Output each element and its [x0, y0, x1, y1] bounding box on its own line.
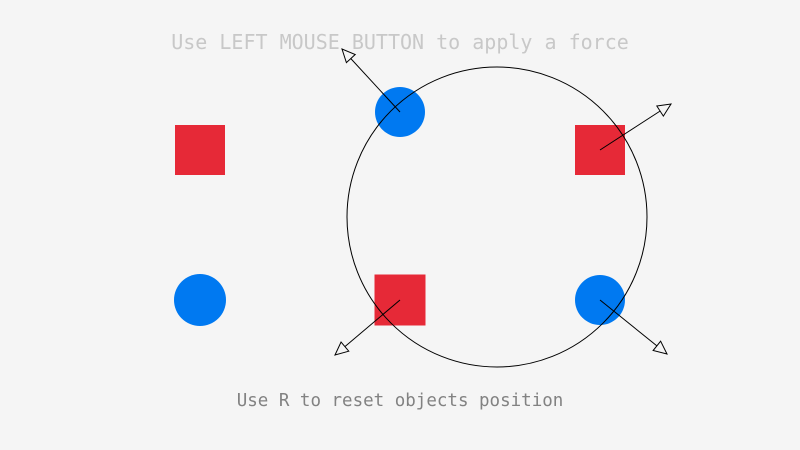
- force-arrow: [599, 299, 668, 355]
- objects-layer: [174, 87, 625, 326]
- boundary-circle: [346, 66, 648, 368]
- blue-circle-body[interactable]: [174, 274, 226, 326]
- force-arrows-layer: [334, 48, 673, 356]
- red-square-body[interactable]: [175, 125, 225, 175]
- force-arrow: [334, 299, 401, 356]
- hint-reset-text: Use R to reset objects position: [236, 391, 564, 411]
- hint-apply-force-text: Use LEFT MOUSE BUTTON to apply a force: [171, 30, 629, 54]
- force-arrow: [341, 48, 401, 113]
- force-arrow: [599, 103, 673, 151]
